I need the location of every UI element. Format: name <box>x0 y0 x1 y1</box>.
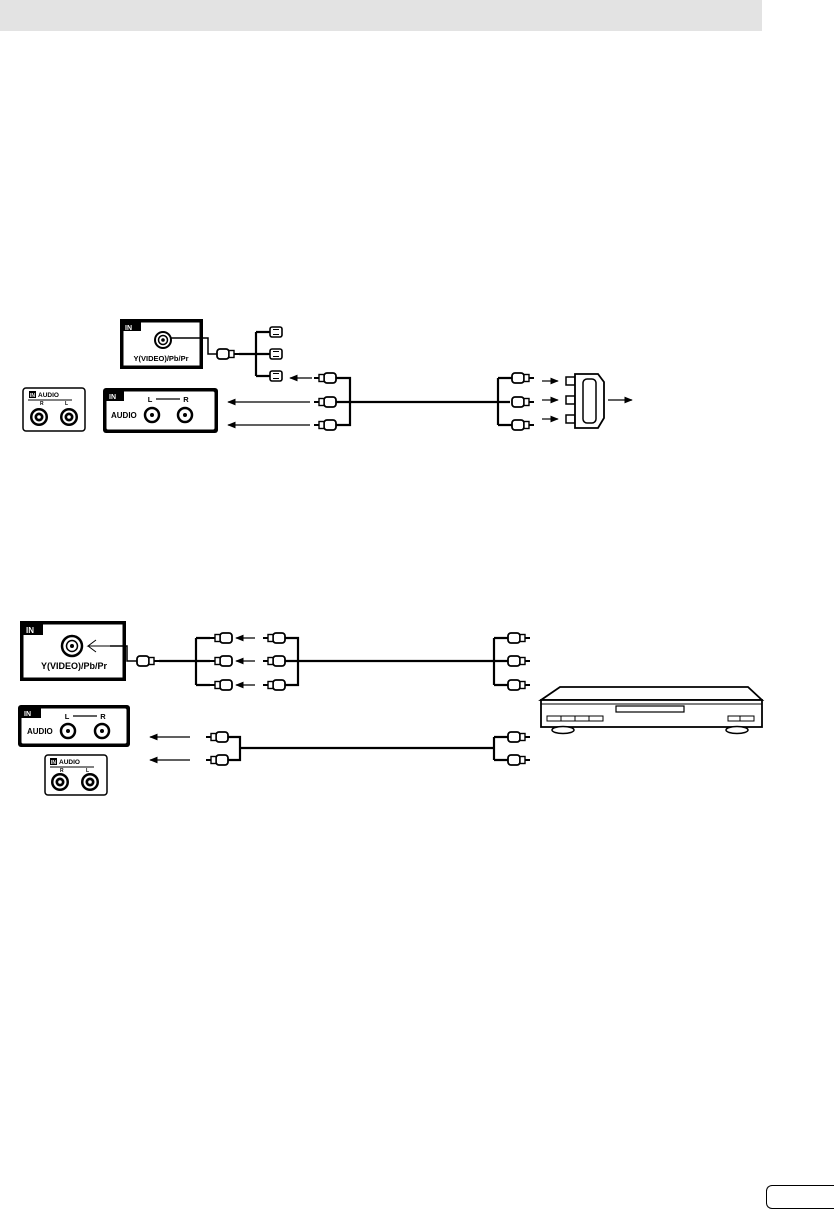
rca-plug <box>507 679 531 691</box>
right-label: R <box>40 401 44 407</box>
right-label: R <box>60 768 64 774</box>
audio-label: AUDIO <box>38 392 59 399</box>
audio-input-panel: IN AUDIO L R <box>18 705 130 747</box>
video-plug <box>216 348 240 360</box>
rca-plug <box>507 655 531 667</box>
rca-plug <box>262 655 286 667</box>
small-audio-input-panel: IN AUDIO R L <box>44 754 108 796</box>
right-label: R <box>183 395 189 404</box>
scart-adapter <box>565 373 605 429</box>
rca-plug <box>313 419 337 431</box>
audio-label: AUDIO <box>27 727 53 736</box>
component-plug <box>209 655 233 667</box>
left-label: L <box>148 395 153 404</box>
video-input-panel: IN Y(VIDEO)/Pb/Pr <box>120 319 220 369</box>
in-label: IN <box>51 760 56 766</box>
video-plug <box>136 655 160 667</box>
rca-plug <box>511 419 535 431</box>
rca-plug <box>313 396 337 408</box>
left-label: L <box>86 768 89 774</box>
in-label: IN <box>26 626 34 635</box>
rca-plug <box>507 731 531 743</box>
rca-plug <box>507 754 531 766</box>
component-plug <box>209 632 233 644</box>
port-label: Y(VIDEO)/Pb/Pr <box>133 354 188 363</box>
rca-plug <box>507 632 531 644</box>
rca-plug <box>511 396 535 408</box>
component-jack <box>269 326 283 338</box>
small-audio-input-panel: IN AUDIO R L <box>22 387 86 432</box>
component-jack <box>269 348 283 360</box>
left-label: L <box>65 712 70 721</box>
rca-plug <box>262 632 286 644</box>
page-number-tab <box>766 1185 834 1209</box>
diagram-2: IN Y(VIDEO)/Pb/Pr IN <box>18 621 765 796</box>
rca-plug <box>313 372 337 384</box>
audio-input-panel: IN AUDIO L R <box>103 388 218 433</box>
rca-plug <box>511 372 535 384</box>
video-input-panel: IN Y(VIDEO)/Pb/Pr <box>20 621 138 681</box>
in-label: IN <box>30 393 35 399</box>
in-label: IN <box>109 394 116 401</box>
dvd-player <box>538 686 765 735</box>
header-bar <box>0 0 762 31</box>
right-label: R <box>100 712 106 721</box>
audio-label: AUDIO <box>59 759 80 766</box>
in-label: IN <box>125 325 132 332</box>
component-plug <box>209 679 233 691</box>
rca-plug <box>262 679 286 691</box>
rca-plug <box>205 731 229 743</box>
component-jack <box>269 370 283 382</box>
audio-label: AUDIO <box>111 411 137 420</box>
port-label: Y(VIDEO)/Pb/Pr <box>41 661 108 671</box>
rca-plug <box>205 754 229 766</box>
left-label: L <box>65 401 68 407</box>
diagram-1: IN Y(VIDEO)/Pb/Pr IN AUDIO L R <box>22 319 633 433</box>
in-label: IN <box>24 711 31 718</box>
